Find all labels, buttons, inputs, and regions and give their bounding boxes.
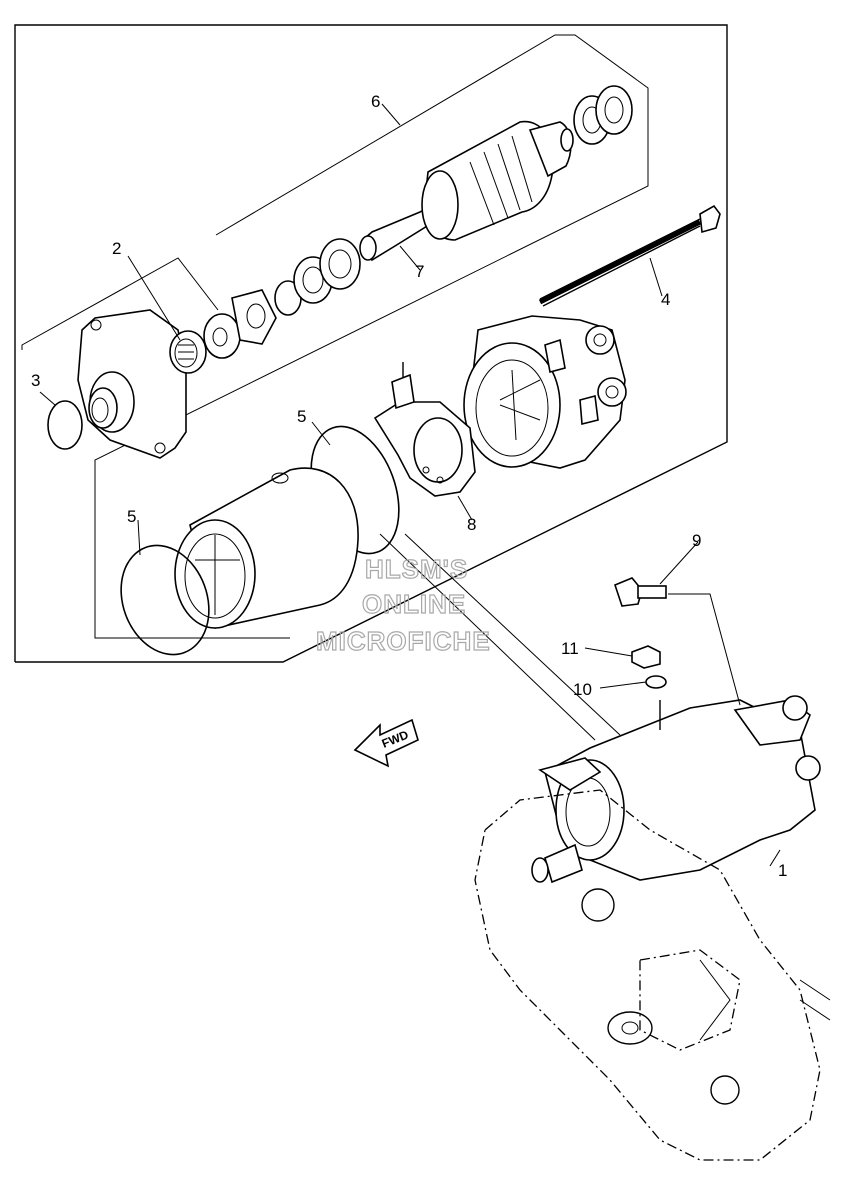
callout-7: 7 — [415, 262, 424, 281]
o-ring-large-part — [120, 544, 210, 656]
washer-right-2 — [595, 85, 633, 135]
callout-8: 8 — [467, 515, 476, 534]
watermark-line-1: HLSM'S — [365, 554, 468, 584]
callout-5-lower: 5 — [127, 507, 136, 526]
callout-9: 9 — [692, 531, 701, 550]
bracket-armature-group — [94, 34, 649, 639]
callout-4: 4 — [661, 290, 670, 309]
washer-10-part — [645, 675, 667, 689]
engine-case-outline — [474, 789, 831, 1161]
washer-left-4 — [319, 238, 361, 290]
callout-11: 11 — [561, 639, 579, 658]
rear-cover-part — [463, 315, 627, 469]
callout-2: 2 — [112, 239, 121, 258]
fwd-arrow: FWD — [353, 718, 419, 768]
front-cover-part — [77, 309, 187, 459]
callout-6: 6 — [371, 92, 380, 111]
bearing-part — [169, 330, 207, 374]
bolt-9-part — [614, 577, 667, 607]
exploded-view-frame — [14, 24, 728, 663]
callout-3: 3 — [31, 371, 40, 390]
callout-1: 1 — [778, 861, 787, 880]
armature-part — [359, 120, 574, 262]
yoke-housing-part — [174, 467, 359, 629]
brush-plate-clip — [231, 289, 277, 345]
watermark-line-3: MICROFICHE — [316, 626, 491, 656]
washer-left-1 — [203, 313, 241, 359]
callout-10: 10 — [573, 680, 592, 699]
bracket-housing-group — [21, 257, 219, 350]
through-bolt-part — [538, 204, 721, 307]
nut-11-part — [631, 645, 661, 669]
brush-holder-part — [373, 362, 476, 497]
o-ring-small-part — [47, 400, 83, 450]
assembled-starter-part — [531, 695, 821, 884]
watermark: HLSM'S ONLINE MICROFICHE — [315, 553, 491, 656]
watermark-line-2: ONLINE — [362, 589, 466, 619]
callout-5-upper: 5 — [297, 407, 306, 426]
